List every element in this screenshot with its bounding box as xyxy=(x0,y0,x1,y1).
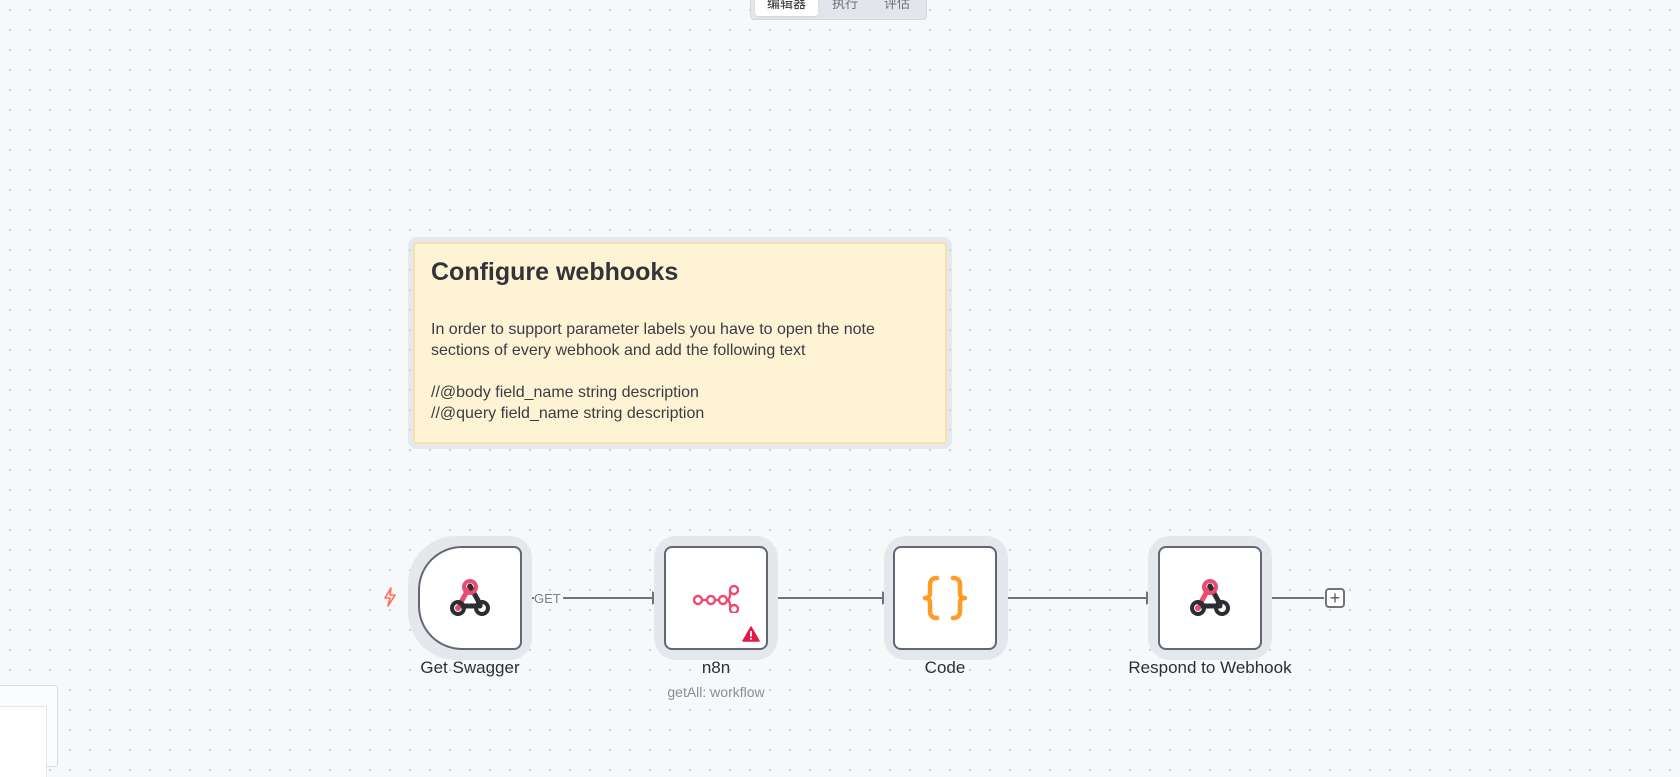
bottom-left-panel xyxy=(0,685,58,777)
tab-editor[interactable]: 编辑器 xyxy=(755,0,819,16)
edge-method-label: GET xyxy=(534,591,561,606)
n8n-icon xyxy=(693,584,739,613)
view-switcher-tabs: 编辑器 执行 评估 xyxy=(750,0,928,20)
warning-icon[interactable] xyxy=(742,626,760,642)
node-label: Get Swagger xyxy=(420,658,520,677)
add-node-button[interactable]: + xyxy=(1325,588,1345,608)
code-braces-icon xyxy=(922,575,968,621)
webhook-icon xyxy=(1190,579,1230,616)
node-respond-to-webhook[interactable] xyxy=(1158,546,1262,650)
connections-layer: GET xyxy=(514,589,1324,607)
node-get-swagger[interactable] xyxy=(418,546,522,650)
node-label: Respond to Webhook xyxy=(1128,658,1292,677)
note-line-3: //@body field_name string description xyxy=(431,384,699,401)
panel-inner xyxy=(0,706,47,777)
note-line-2: sections of every webhook and add the fo… xyxy=(431,342,806,359)
tab-executions[interactable]: 执行 xyxy=(832,0,859,11)
sticky-note[interactable]: Configure webhooks In order to support p… xyxy=(413,242,947,444)
node-n8n[interactable] xyxy=(664,546,768,650)
node-label: n8n xyxy=(701,658,731,677)
note-title: Configure webhooks xyxy=(431,258,679,286)
tab-evaluations[interactable]: 评估 xyxy=(884,0,911,11)
note-line-4: //@query field_name string description xyxy=(431,405,705,422)
node-label: Code xyxy=(924,658,966,677)
note-line-1: In order to support parameter labels you… xyxy=(431,321,875,338)
node-code[interactable] xyxy=(893,546,997,650)
webhook-icon xyxy=(450,579,490,616)
plus-icon: + xyxy=(1329,588,1341,608)
trigger-bolt-icon xyxy=(384,587,396,607)
node-subtitle: getAll: workflow xyxy=(667,684,765,700)
